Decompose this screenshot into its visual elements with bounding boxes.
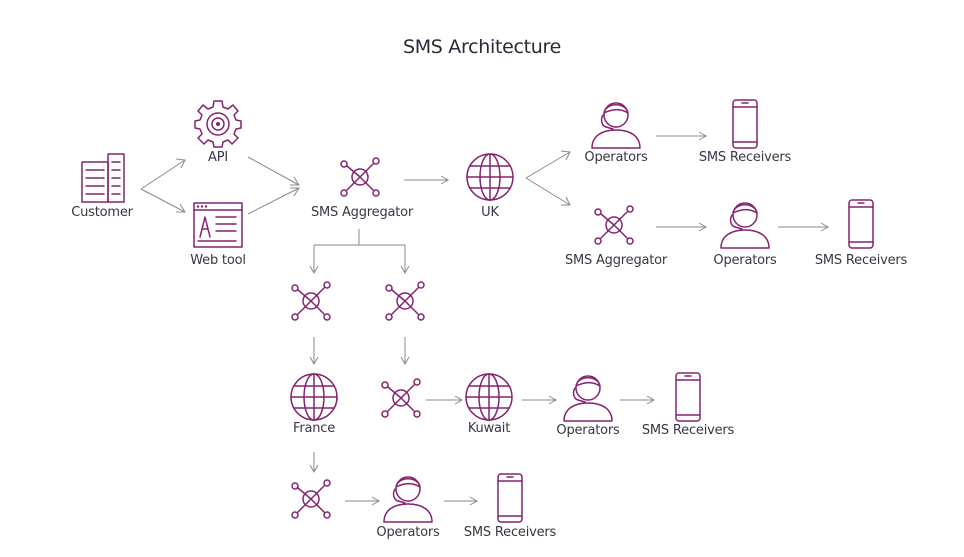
mobile-phone-icon (848, 199, 874, 249)
kuwait-sms-receivers-label: SMS Receivers (641, 423, 735, 438)
building-icon (81, 153, 125, 203)
gear-icon (194, 100, 242, 148)
uk2-operators-label: Operators (713, 253, 777, 268)
headset-person-icon (383, 476, 433, 523)
hub-network-icon (381, 378, 421, 418)
browser-window-icon (193, 202, 243, 248)
hub-network-icon (594, 205, 634, 245)
customer-label: Customer (71, 205, 133, 220)
hub-network-icon (385, 281, 425, 321)
kuwait-label: Kuwait (467, 421, 511, 436)
globe-icon (466, 153, 514, 201)
headset-person-icon (563, 375, 613, 422)
uk-sms-aggregator-label: SMS Aggregator (564, 253, 668, 268)
kuwait-operators-label: Operators (556, 423, 620, 438)
hub-network-icon (291, 479, 331, 519)
api-label: API (208, 150, 228, 165)
connector-arrows (140, 131, 830, 506)
mobile-phone-icon (732, 99, 758, 149)
uk2-sms-receivers-label: SMS Receivers (814, 253, 908, 268)
hub-network-icon (291, 281, 331, 321)
uk-label: UK (481, 205, 499, 220)
france-operators-label: Operators (376, 525, 440, 540)
hub-network-icon (340, 157, 380, 197)
globe-icon (465, 373, 513, 421)
globe-icon (290, 373, 338, 421)
france-sms-receivers-label: SMS Receivers (463, 525, 557, 540)
web-tool-label: Web tool (190, 253, 246, 268)
uk-operators-label: Operators (584, 150, 648, 165)
uk-sms-receivers-label: SMS Receivers (698, 150, 792, 165)
diagram-title: SMS Architecture (402, 36, 562, 58)
sms-aggregator-label: SMS Aggregator (310, 205, 414, 220)
mobile-phone-icon (675, 372, 701, 422)
headset-person-icon (591, 102, 641, 149)
mobile-phone-icon (497, 473, 523, 523)
france-label: France (292, 421, 336, 436)
headset-person-icon (720, 202, 770, 249)
